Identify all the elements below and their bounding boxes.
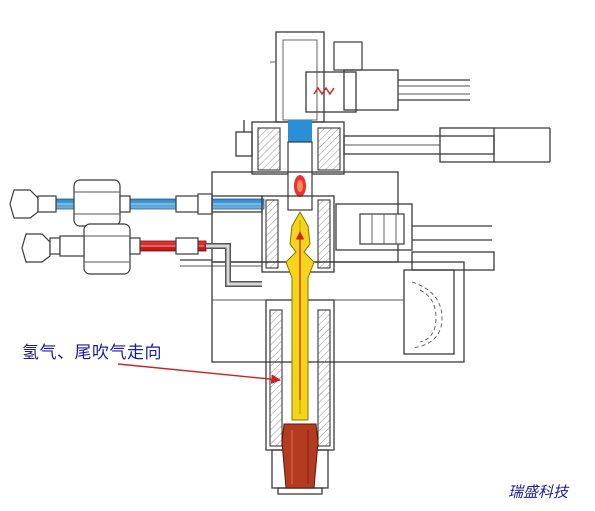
main-detector-body [180, 171, 495, 273]
upper-chamber-body [235, 120, 345, 211]
electrode-arm [343, 127, 551, 163]
collector-chamber-blue [288, 120, 312, 142]
jet-tip [281, 423, 319, 489]
hydrogen-inlet-line [9, 179, 265, 227]
hydrogen-valve-knob [9, 189, 39, 219]
heater-block [211, 261, 465, 363]
makeup-inlet-line [21, 223, 262, 287]
makeup-valve-knob [21, 233, 51, 263]
gas-flow-annotation-label: 氢气、尾吹气走向 [22, 343, 162, 363]
annotation-arrow [117, 363, 281, 385]
collector-top-assembly [270, 31, 470, 123]
brand-watermark: 瑞盛科技 [508, 483, 569, 501]
